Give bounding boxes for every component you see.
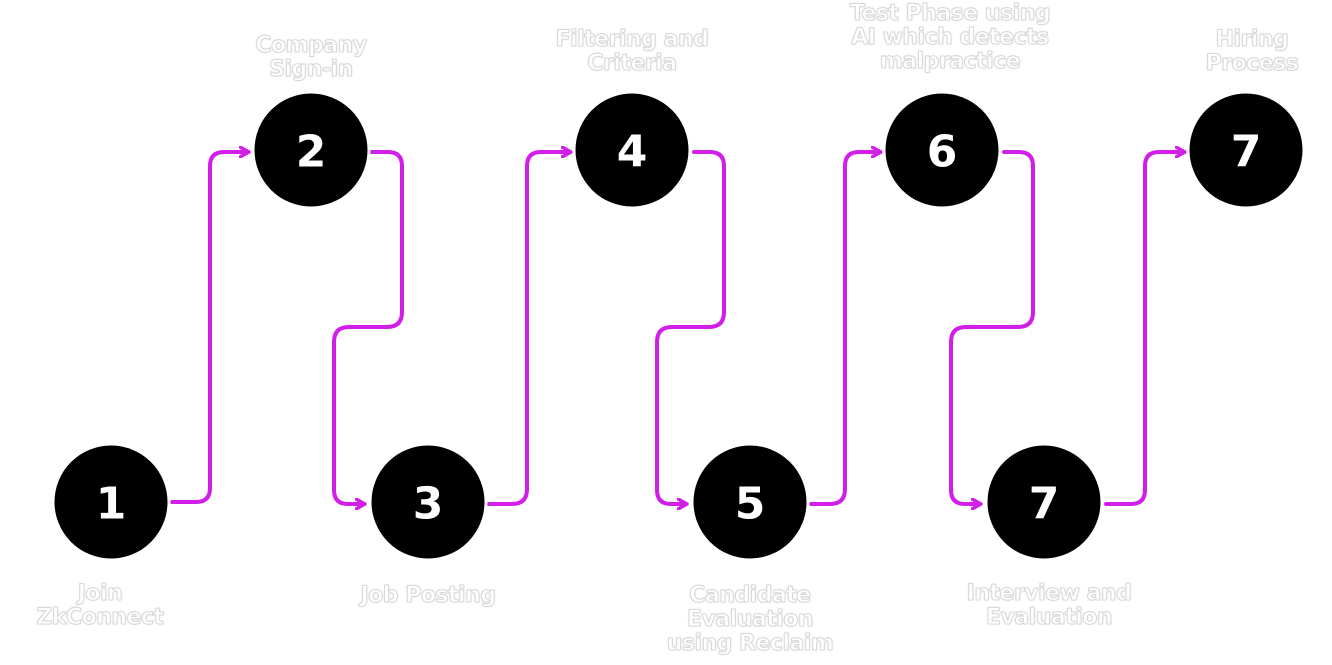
step-label-5: Candidate Evaluation using Reclaim — [666, 583, 834, 656]
step-number-7: 7 — [1029, 479, 1060, 530]
step-node-5: 5 — [690, 442, 810, 562]
step-label-4: Filtering and Criteria — [555, 27, 709, 76]
step-node-1: 1 — [51, 442, 171, 562]
step-label-1: Join ZkConnect — [36, 581, 165, 630]
step-label-2: Company Sign-in — [255, 33, 368, 82]
step-number-6: 6 — [927, 127, 958, 178]
step-node-4: 4 — [572, 90, 692, 210]
step-label-7: Interview and Evaluation — [966, 581, 1132, 630]
connector-2-to-3 — [332, 150, 404, 504]
step-label-3: Job Posting — [360, 583, 497, 608]
step-number-2: 2 — [296, 127, 327, 178]
step-node-7: 7 — [984, 442, 1104, 562]
step-node-3: 3 — [368, 442, 488, 562]
connector-1-to-2 — [170, 152, 248, 504]
step-node-8: 7 — [1186, 90, 1306, 210]
step-number-8: 7 — [1231, 127, 1262, 178]
step-number-1: 1 — [96, 479, 127, 530]
step-number-5: 5 — [735, 479, 766, 530]
step-label-6: Test Phase using AI which detects malpra… — [849, 1, 1051, 74]
step-node-2: 2 — [251, 90, 371, 210]
connector-3-to-4 — [486, 152, 570, 506]
step-node-6: 6 — [882, 90, 1002, 210]
step-number-4: 4 — [617, 127, 648, 178]
step-number-3: 3 — [413, 479, 444, 530]
connector-6-to-7 — [949, 150, 1035, 504]
connector-7-to-8 — [1104, 152, 1184, 506]
step-label-8: Hiring Process — [1205, 27, 1299, 76]
connector-4-to-5 — [655, 150, 726, 504]
connector-5-to-6 — [809, 152, 880, 506]
